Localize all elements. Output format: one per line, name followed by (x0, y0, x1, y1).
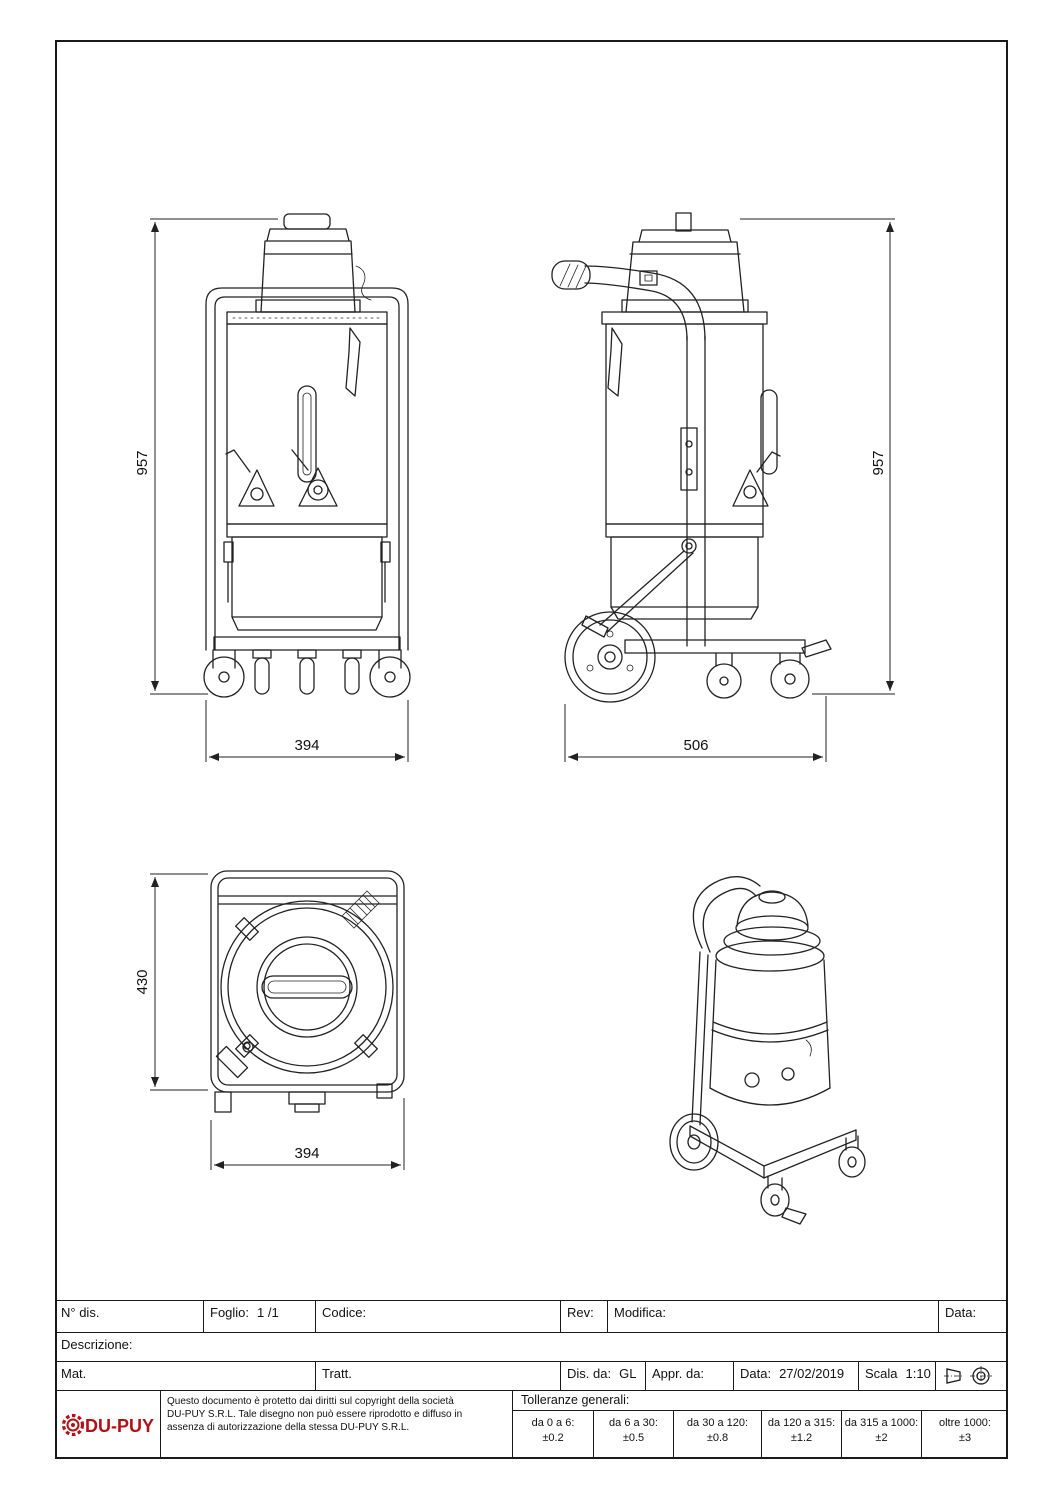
foglio-value: 1 /1 (257, 1305, 279, 1320)
modifica-label: Modifica: (614, 1305, 667, 1320)
tolerance-value: ±1.2 (790, 1431, 813, 1444)
dim-front-width: 394 (294, 737, 319, 754)
tratt-label: Tratt. (322, 1366, 352, 1381)
copyright-line-2: DU-PUY S.R.L. Tale disegno non può esser… (167, 1409, 463, 1420)
field-data-1: Data: (938, 1301, 1008, 1332)
drawing-frame (55, 40, 1008, 1459)
scala-value: 1:10 (905, 1366, 931, 1381)
tolerance-range: da 120 a 315: (767, 1417, 836, 1429)
tolerance-cell: oltre 1000: ±3 (921, 1411, 1008, 1459)
n-dis-label: N° dis. (61, 1305, 100, 1320)
gear-icon (61, 1413, 85, 1437)
foglio-label: Foglio: (210, 1305, 250, 1320)
rev-label: Rev: (567, 1305, 594, 1320)
data-2-value: 27/02/2019 (779, 1366, 845, 1381)
drawing-canvas: 957 394 (134, 212, 895, 1225)
dim-side-height: 957 (870, 450, 887, 475)
tolerance-range: da 315 a 1000: (844, 1417, 919, 1429)
codice-label: Codice: (322, 1305, 367, 1320)
dim-top-width: 394 (294, 1145, 319, 1162)
gear-hub (71, 1423, 75, 1427)
tolerance-range: da 6 a 30: (609, 1417, 658, 1429)
field-tratt: Tratt. (315, 1362, 560, 1390)
tolerance-range: da 30 a 120: (686, 1417, 749, 1429)
field-projection-symbol (935, 1362, 1008, 1390)
dis-da-label: Dis. da: (567, 1366, 612, 1381)
copyright-line-3: assenza di autorizzazione della stessa D… (167, 1422, 410, 1433)
side-view (551, 212, 832, 703)
descrizione-label: Descrizione: (61, 1337, 133, 1352)
isometric-view (669, 876, 866, 1225)
field-mat: Mat. (55, 1362, 315, 1390)
data-1-label: Data: (945, 1305, 977, 1320)
field-modifica: Modifica: (607, 1301, 938, 1332)
scala-label: Scala (865, 1366, 898, 1381)
field-codice: Codice: (315, 1301, 560, 1332)
field-descrizione: Descrizione: (55, 1333, 1008, 1361)
field-foglio: Foglio: 1 /1 (203, 1301, 315, 1332)
tolerance-value: ±0.5 (622, 1431, 645, 1444)
tolerance-cell: da 315 a 1000: ±2 (841, 1411, 921, 1459)
field-scala: Scala 1:10 (858, 1362, 935, 1390)
side-view-dimensions: 957 506 (564, 218, 895, 762)
tolerance-cell: da 0 a 6: ±0.2 (513, 1411, 593, 1459)
tolerance-range: oltre 1000: (939, 1417, 991, 1429)
dis-da-value: GL (619, 1366, 637, 1381)
tolerances-header: Tolleranze generali: (513, 1391, 1008, 1411)
hose-section (341, 890, 380, 929)
field-rev: Rev: (560, 1301, 607, 1332)
copyright-cell: Questo documento è protetto dai diritti … (160, 1391, 512, 1459)
copyright-line-1: Questo documento è protetto dai diritti … (167, 1396, 454, 1407)
front-view (203, 213, 411, 698)
front-view-dimensions: 957 394 (134, 218, 409, 762)
data-2-label: Data: (740, 1366, 772, 1381)
top-view-dimensions: 430 394 (134, 873, 405, 1170)
field-appr-da: Appr. da: (645, 1362, 733, 1390)
field-n-dis: N° dis. (55, 1301, 203, 1332)
dim-front-height: 957 (134, 450, 151, 475)
tolerance-cell: da 6 a 30: ±0.5 (593, 1411, 673, 1459)
dupuy-logo: DU-PUY (61, 1413, 154, 1437)
first-angle-projection-icon (944, 1366, 992, 1386)
title-block: N° dis. Foglio: 1 /1 Codice: Rev: Modific… (55, 1300, 1008, 1459)
tolerances-row: da 0 a 6: ±0.2 da 6 a 30: ±0.5 da 30 a 1… (513, 1411, 1008, 1459)
tolerance-value: ±3 (958, 1431, 972, 1444)
appr-da-label: Appr. da: (652, 1366, 705, 1381)
tolerance-value: ±0.2 (542, 1431, 564, 1444)
dim-side-width: 506 (683, 737, 708, 754)
tolerance-range: da 0 a 6: (531, 1417, 575, 1429)
tolerance-cell: da 30 a 120: ±0.8 (673, 1411, 761, 1459)
field-dis-da: Dis. da: GL (560, 1362, 645, 1390)
mat-label: Mat. (61, 1366, 87, 1381)
field-data-2: Data: 27/02/2019 (733, 1362, 858, 1390)
logo-cell: DU-PUY (55, 1391, 160, 1459)
logo-text: DU-PUY (85, 1416, 154, 1436)
tolerance-value: ±2 (875, 1431, 888, 1444)
dim-top-height: 430 (134, 969, 151, 994)
tolerance-cell: da 120 a 315: ±1.2 (761, 1411, 841, 1459)
top-view (210, 870, 405, 1113)
tolerances-block: Tolleranze generali: da 0 a 6: ±0.2 da 6… (512, 1391, 1008, 1459)
tolerance-value: ±0.8 (706, 1431, 729, 1444)
